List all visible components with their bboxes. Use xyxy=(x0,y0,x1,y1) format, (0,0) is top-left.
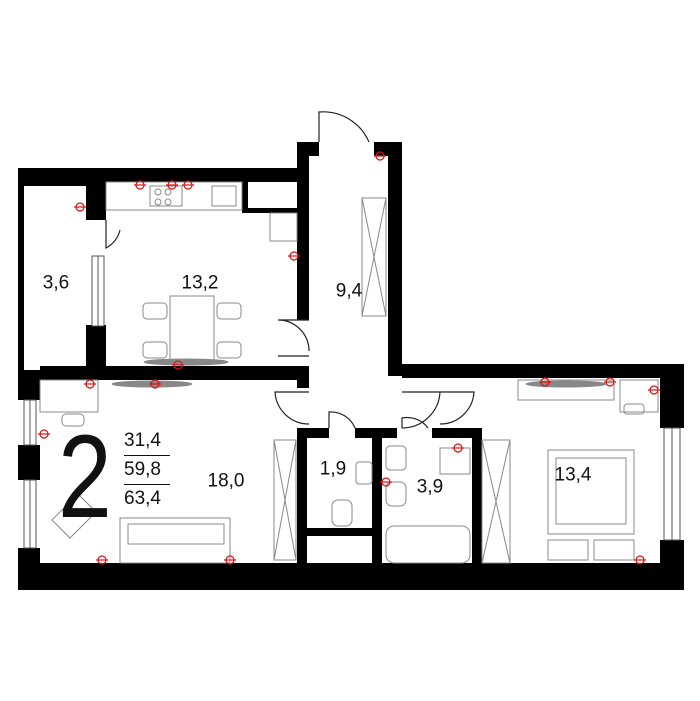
living-area-value: 31,4 xyxy=(124,427,170,456)
living-room-area-label: 18,0 xyxy=(207,470,245,492)
bedroom-area-label: 13,4 xyxy=(554,464,592,486)
hall-area-label: 9,4 xyxy=(335,280,363,302)
bathroom-area-label: 3,9 xyxy=(416,476,444,498)
wc-area-label: 1,9 xyxy=(319,458,347,480)
doors xyxy=(105,111,475,429)
room-count: 2 xyxy=(58,411,112,543)
walls xyxy=(18,142,684,590)
sockets xyxy=(38,151,660,565)
bath-furniture xyxy=(331,445,471,564)
apartment-areas: 31,4 59,8 63,4 xyxy=(124,427,170,513)
windows xyxy=(23,255,681,549)
total-area-value: 59,8 xyxy=(124,456,170,485)
kitchen-area-label: 13,2 xyxy=(181,272,219,294)
balcony-area-label: 3,6 xyxy=(42,272,70,294)
total-area-with-balcony-value: 63,4 xyxy=(124,488,161,509)
kitchen-furniture xyxy=(105,181,387,366)
